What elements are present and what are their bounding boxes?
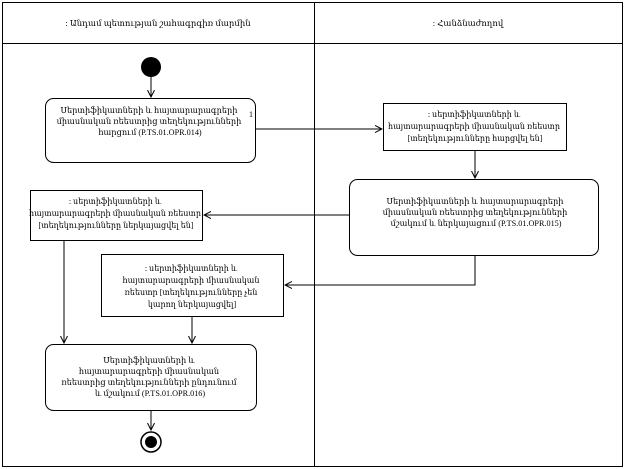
object-provided: : սերտիֆիկատների և հայտարարագրերի միասնա…: [29, 190, 203, 241]
action-request: Սերտիֆիկատների և հայտարարագրերի միասնակա…: [45, 98, 256, 163]
action-process: Սերտիֆիկատների և հայտարարագրերի միասնակա…: [349, 179, 599, 256]
action-process-label: Սերտիֆիկատների և հայտարարագրերի միասնակա…: [383, 197, 570, 228]
object-requested-label: : սերտիֆիկատների և հայտարարագրերի միասնա…: [388, 110, 562, 143]
final-node: [140, 431, 162, 453]
object-requested: : սերտիֆիկատների և հայտարարագրերի միասնա…: [383, 103, 567, 151]
control-flows: [64, 77, 475, 430]
lane-title-commission: : Հանձնաժողով: [433, 18, 504, 28]
object-provided-label: : սերտիֆիկատների և հայտարարագրերի միասնա…: [29, 197, 203, 230]
object-not-provided: : սերտիֆիկատների և հայտարարագրերի միասնա…: [101, 254, 284, 317]
flow-process-to-not-provided: [285, 256, 476, 285]
action-receive-label: Սերտիֆիկատների և հայտարարագրերի միասնակա…: [61, 356, 238, 398]
request-corner-mark: 1: [249, 110, 253, 119]
action-receive: Սերտիֆիկատների և հայտարարագրերի միասնակա…: [45, 344, 257, 411]
object-not-provided-label: : սերտիֆիկատների և հայտարարագրերի միասնա…: [123, 264, 262, 309]
action-request-label: Սերտիֆիկատների և հայտարարագրերի միասնակա…: [57, 106, 244, 137]
initial-node: [141, 57, 161, 77]
lane-title-member-state: : Անդամ պետության շահագրգիռ մարմին: [65, 18, 251, 28]
